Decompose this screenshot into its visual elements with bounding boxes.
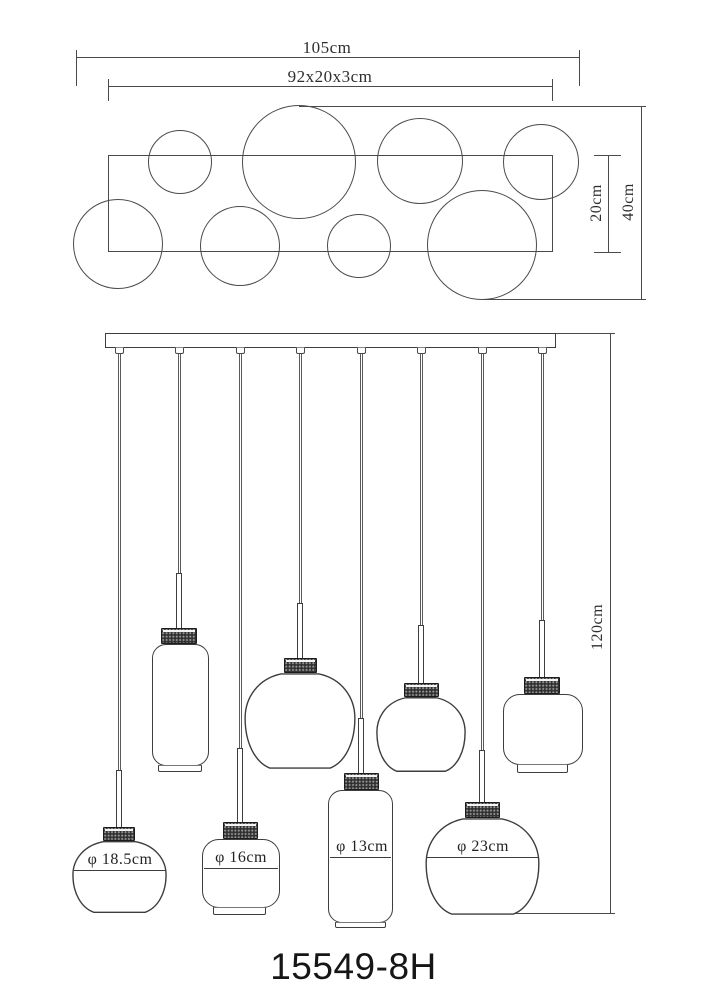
canopy-circle [200, 206, 280, 286]
lamp-shade-outline [245, 674, 355, 768]
canopy-depth-label: 20cm [588, 184, 605, 222]
extension-line [482, 299, 646, 300]
lamp-shade-outline [426, 819, 539, 914]
lamp-socket-cap [161, 628, 197, 644]
pendant-stem [297, 603, 303, 660]
diameter-line [204, 868, 278, 869]
bar-hook [174, 347, 184, 354]
pendant-stem [418, 625, 424, 685]
lamp-shade-foot [335, 922, 386, 928]
lamp-socket-cap [403, 683, 439, 697]
pendant-stem [539, 620, 545, 679]
shade-diameter-label: φ 18.5cm [87, 851, 153, 868]
lamp-shade-glass [503, 694, 583, 765]
extension-line [513, 913, 615, 914]
bar-hook [537, 347, 547, 354]
pendant-cord [238, 354, 242, 750]
bar-hook [416, 347, 426, 354]
lamp-socket-cap [343, 773, 379, 790]
lamp-shade-glass [72, 841, 167, 913]
lamp-shade-glass [328, 790, 393, 923]
canopy-circle [503, 124, 579, 200]
dim-tick [594, 252, 621, 253]
dim-line-overall-depth [641, 106, 642, 299]
lamp-shade-outline [73, 842, 166, 913]
pendant-cord [540, 354, 544, 622]
lamp-socket-cap [222, 822, 258, 839]
canopy-circle [242, 105, 356, 219]
canopy-size-label: 92x20x3cm [287, 67, 373, 86]
pendant-cord [359, 354, 363, 720]
model-number: 15549-8H [270, 946, 437, 987]
bar-hook [295, 347, 305, 354]
diameter-line [74, 870, 165, 871]
pendant-cord [177, 354, 181, 575]
pendant-cord [480, 354, 484, 752]
lamp-shade-foot [158, 765, 202, 772]
lamp-shade-foot [517, 764, 568, 773]
pendant-stem [358, 718, 364, 775]
dim-tick [108, 79, 109, 101]
bar-hook [477, 347, 487, 354]
canopy-circle [73, 199, 163, 289]
extension-line [556, 333, 615, 334]
shade-diameter-label: φ 16cm [215, 849, 267, 866]
dim-line-drop-height [610, 333, 611, 913]
pendant-stem [237, 748, 243, 824]
overall-width-label: 105cm [302, 38, 352, 57]
dim-tick [579, 50, 580, 86]
pendant-stem [176, 573, 182, 630]
lamp-shade-foot [213, 907, 266, 915]
pendant-stem [479, 750, 485, 804]
lamp-shade-outline [377, 698, 465, 772]
diameter-line [427, 857, 538, 858]
diameter-line [330, 857, 391, 858]
lamp-shade-glass [425, 818, 540, 915]
canopy-circle [427, 190, 537, 300]
lamp-shade-glass [152, 644, 209, 766]
bar-hook [356, 347, 366, 354]
lamp-socket-cap [524, 677, 560, 694]
extension-line [299, 106, 646, 107]
lamp-socket-cap [283, 658, 317, 673]
lamp-shade-glass [376, 697, 466, 772]
canopy-circle [148, 130, 212, 194]
dim-tick [594, 155, 621, 156]
bar-hook [114, 347, 124, 354]
dim-line-overall-width [76, 57, 580, 58]
bar-hook [235, 347, 245, 354]
pendant-cord [298, 354, 302, 605]
shade-diameter-label: φ 13cm [336, 838, 388, 855]
shade-diameter-label: φ 23cm [457, 838, 509, 855]
canopy-circle [327, 214, 391, 278]
overall-depth-label: 40cm [620, 183, 637, 221]
ceiling-bar [105, 333, 556, 348]
lamp-socket-cap [464, 802, 500, 818]
pendant-cord [117, 354, 121, 772]
lamp-socket-cap [103, 827, 135, 841]
drop-height-label: 120cm [589, 603, 606, 651]
dim-line-canopy [108, 86, 553, 87]
lamp-shade-glass [202, 839, 280, 908]
pendant-stem [116, 770, 122, 829]
dim-tick [76, 50, 77, 86]
lamp-shade-glass [244, 673, 356, 769]
dim-tick [552, 79, 553, 101]
pendant-cord [419, 354, 423, 627]
canopy-circle [377, 118, 463, 204]
dim-line-canopy-depth [608, 155, 609, 252]
